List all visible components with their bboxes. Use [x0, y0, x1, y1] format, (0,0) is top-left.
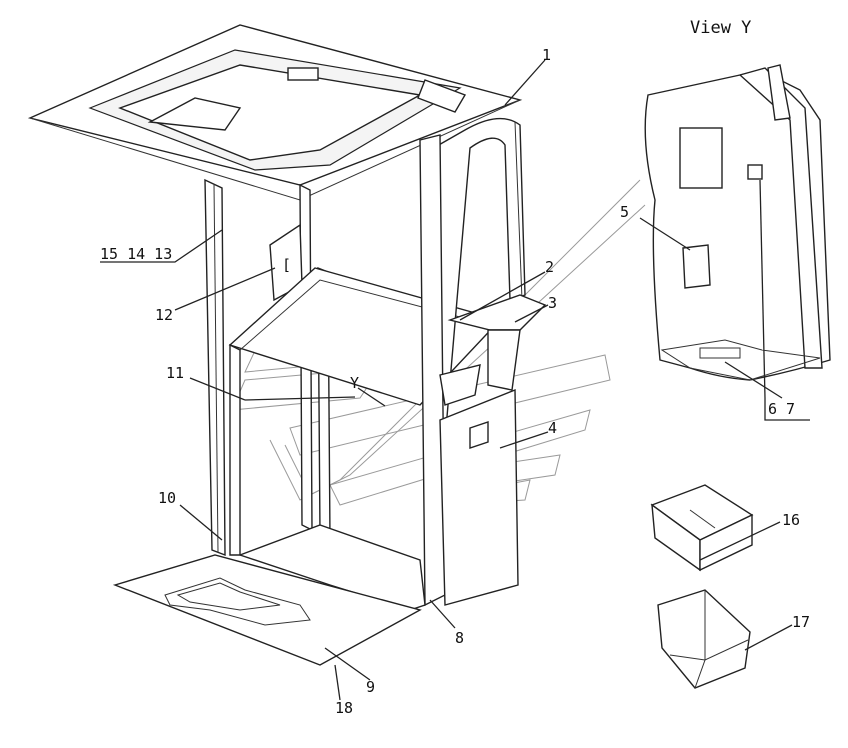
- callout-17: 17: [792, 613, 810, 631]
- callout-9: 9: [366, 678, 375, 696]
- view-y-title: View Y: [690, 18, 751, 38]
- labels: View Y Y 1 2 3 4 5 6 7 8 9 10 11 12 15 1…: [100, 18, 810, 717]
- callout-16: 16: [782, 511, 800, 529]
- lower-panel: [229, 343, 426, 611]
- callout-18: 18: [335, 699, 353, 717]
- callout-13-15: 15 14 13: [100, 245, 172, 263]
- view-y-detail: [644, 64, 831, 381]
- callout-12: 12: [155, 306, 173, 324]
- svg-text:[: [: [282, 256, 291, 274]
- callout-2: 2: [545, 258, 554, 276]
- callout-8: 8: [455, 629, 464, 647]
- storage-box-17: [657, 589, 751, 689]
- callout-11: 11: [166, 364, 184, 382]
- right-side-wall: [419, 134, 519, 607]
- callout-4: 4: [548, 419, 557, 437]
- callout-5: 5: [620, 203, 629, 221]
- door-frame: [429, 117, 526, 441]
- floor-plate: [112, 554, 422, 666]
- callout-6-7: 6 7: [768, 400, 795, 418]
- callout-3: 3: [548, 294, 557, 312]
- left-front-pillar: [204, 178, 226, 557]
- storage-box-16: [650, 484, 754, 572]
- window-bracket: [439, 294, 547, 406]
- callout-10: 10: [158, 489, 176, 507]
- leader-lines: [100, 59, 810, 701]
- roof: [27, 24, 523, 201]
- callout-1: 1: [542, 46, 551, 64]
- section-marker-y: Y: [350, 374, 359, 392]
